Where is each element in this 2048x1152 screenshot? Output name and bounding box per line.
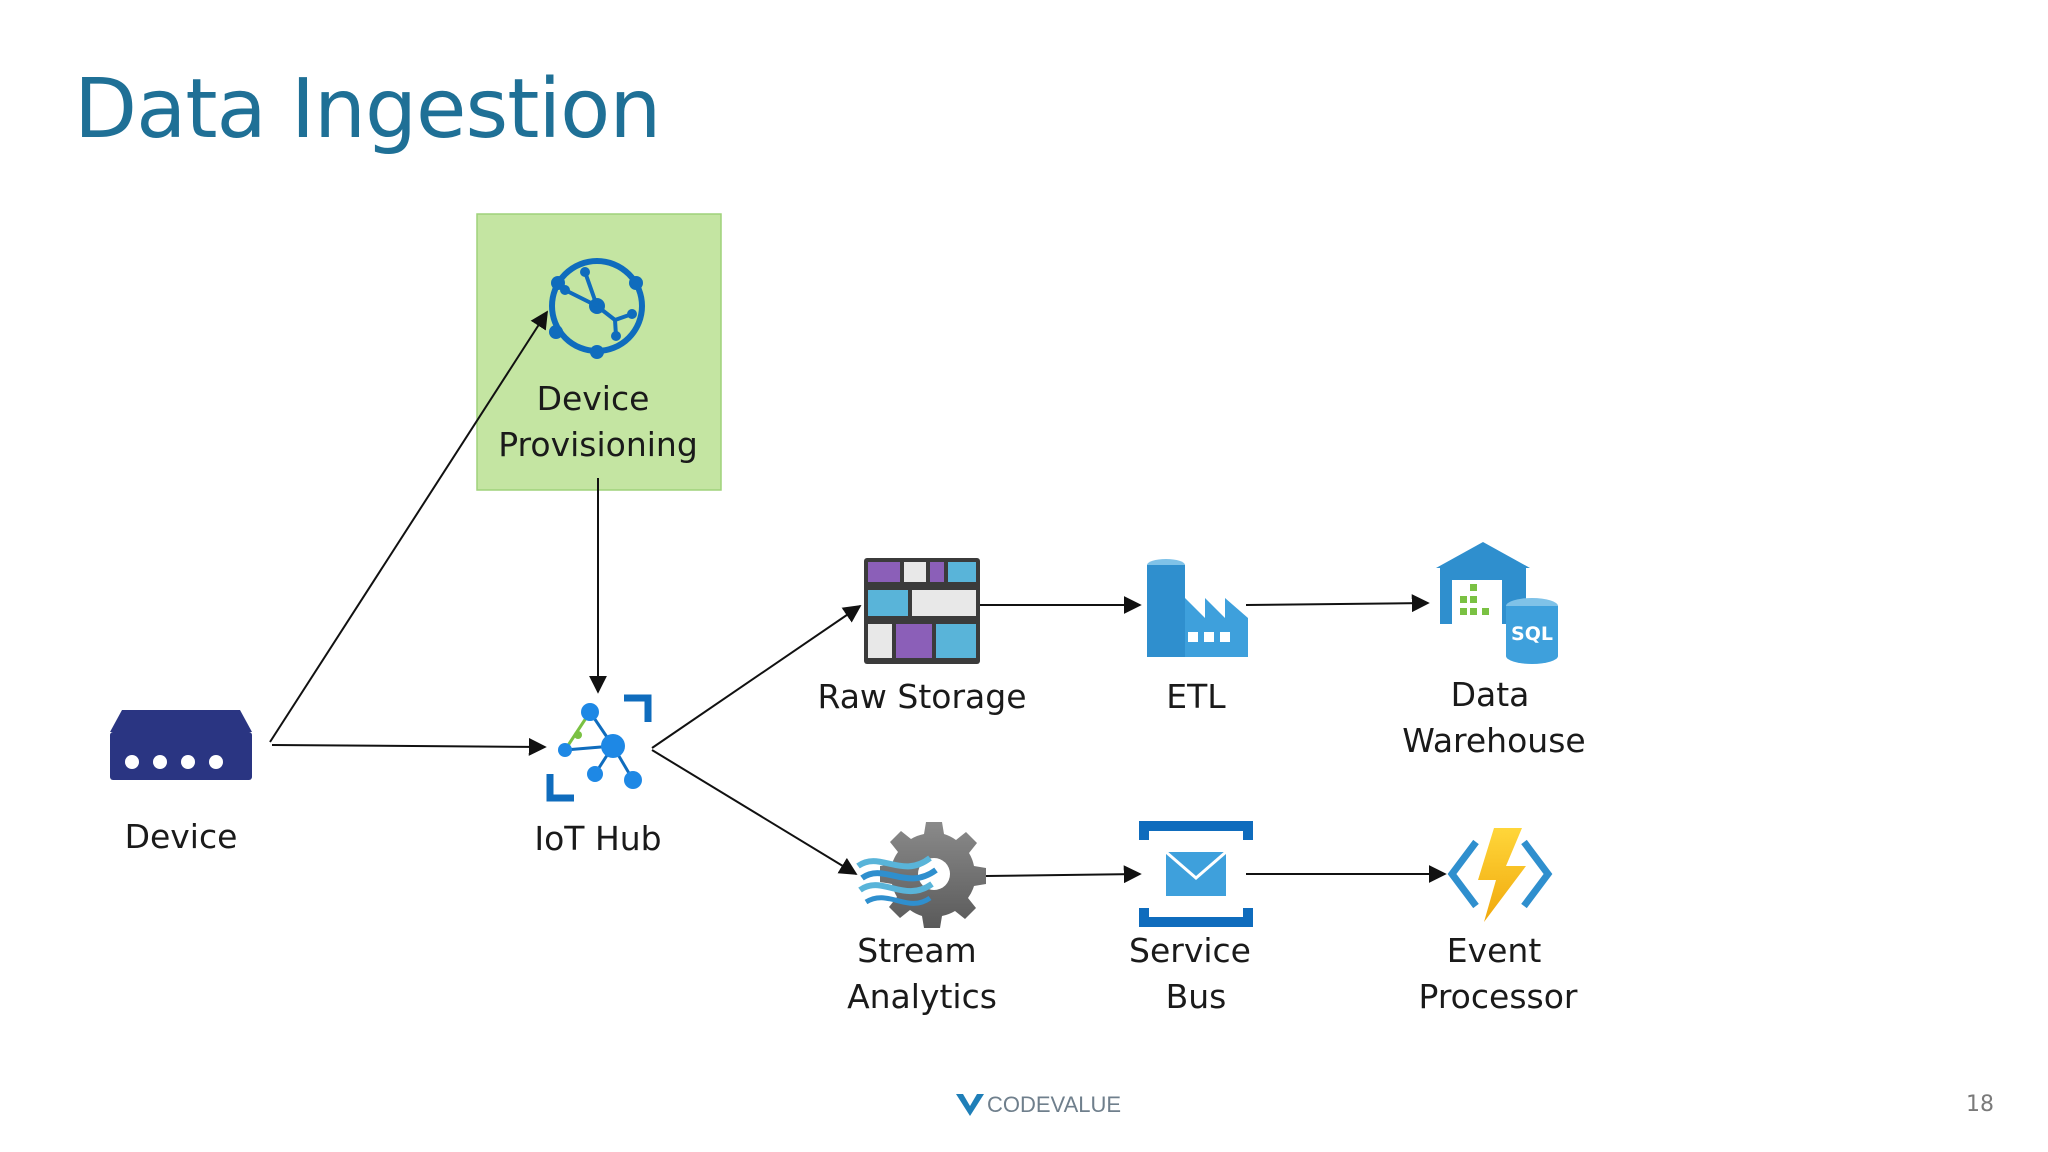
storage-icon: [864, 558, 980, 664]
arrow-iothub-to-stream: [651, 749, 858, 875]
device-provisioning-label-1: Device: [537, 379, 650, 418]
page-title: Data Ingestion: [74, 62, 661, 157]
codevalue-logo-icon: [956, 1094, 984, 1116]
event-processor-node: Event Processor: [1419, 828, 1578, 1016]
arrow-etl-to-warehouse: [1245, 594, 1430, 613]
service-bus-label-2: Bus: [1166, 977, 1227, 1016]
service-bus-node: Service Bus: [1129, 821, 1253, 1016]
data-warehouse-node: SQL Data Warehouse: [1402, 542, 1586, 760]
function-icon: [1447, 828, 1553, 922]
arrow-stream-to-servicebus: [985, 865, 1142, 884]
data-warehouse-label-2: Warehouse: [1402, 721, 1585, 760]
etl-node: ETL: [1147, 559, 1248, 716]
etl-label: ETL: [1166, 677, 1226, 716]
service-bus-icon: [1139, 821, 1253, 927]
event-processor-label-1: Event: [1447, 931, 1542, 970]
page-number: 18: [1966, 1092, 1994, 1117]
stream-analytics-icon: [856, 822, 986, 928]
data-factory-icon: [1147, 559, 1248, 657]
arrow-device-to-provisioning: [269, 310, 548, 743]
iot-hub-icon: [546, 694, 652, 802]
device-label: Device: [125, 817, 238, 856]
stream-analytics-label-2: Analytics: [847, 977, 997, 1016]
arrow-iothub-to-storage: [651, 604, 862, 749]
iot-hub-node: IoT Hub: [534, 694, 662, 858]
codevalue-logo: CODEVALUE: [955, 1092, 1121, 1118]
device-icon: [110, 710, 252, 780]
device-node: Device: [110, 710, 252, 856]
raw-storage-label: Raw Storage: [817, 677, 1026, 716]
service-bus-label-1: Service: [1129, 931, 1251, 970]
device-provisioning-node: Device Provisioning: [476, 213, 722, 491]
svg-text:SQL: SQL: [1511, 623, 1553, 645]
stream-analytics-label-1: Stream: [857, 931, 976, 970]
arrow-device-to-iothub: [271, 737, 547, 756]
device-provisioning-label-2: Provisioning: [498, 425, 698, 464]
device-provisioning-icon: [549, 258, 645, 359]
codevalue-logo-text: CODEVALUE: [987, 1092, 1122, 1117]
connections: [269, 310, 1447, 884]
raw-storage-node: Raw Storage: [817, 558, 1027, 716]
sql-warehouse-icon: SQL: [1436, 542, 1558, 664]
event-processor-label-2: Processor: [1419, 977, 1578, 1016]
iot-hub-label: IoT Hub: [534, 819, 661, 858]
data-warehouse-label-1: Data: [1451, 675, 1530, 714]
stream-analytics-node: Stream Analytics: [847, 822, 997, 1016]
